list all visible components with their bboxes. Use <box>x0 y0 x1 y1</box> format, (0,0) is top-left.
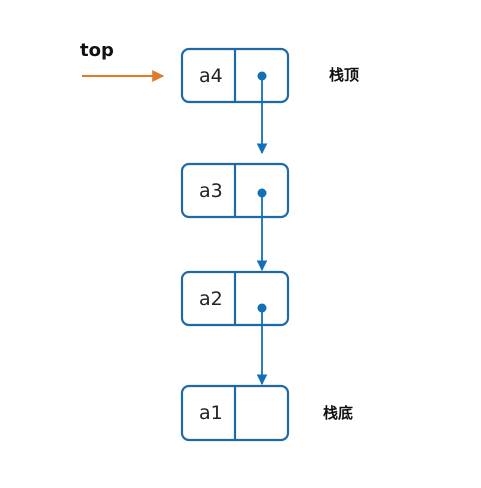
stack-bottom-label: 栈底 <box>323 404 353 422</box>
top-pointer-label: top <box>80 40 114 61</box>
node-data-label: a1 <box>199 402 223 424</box>
node-data-label: a2 <box>199 288 223 310</box>
node-data-label: a4 <box>199 65 223 87</box>
node-data-label: a3 <box>199 180 223 202</box>
stack-node: a3 <box>180 162 290 219</box>
stack-node: a2 <box>180 270 290 327</box>
stack-top-label: 栈顶 <box>329 66 359 84</box>
stack-node: a4 <box>180 47 290 104</box>
stack-node: a1 <box>180 384 290 442</box>
